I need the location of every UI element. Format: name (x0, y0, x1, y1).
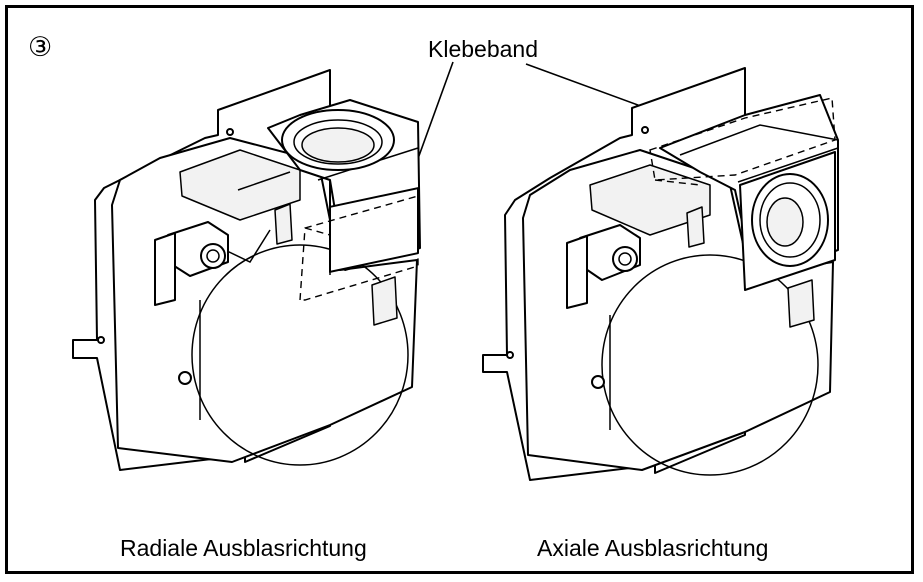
callout-label-tape: Klebeband (428, 36, 538, 62)
fan-housing-left (191, 244, 409, 466)
fan-housing-right (601, 254, 819, 476)
unit-radial (72, 69, 421, 471)
step-number: ③ (28, 32, 53, 63)
caption-axial: Axiale Ausblasrichtung (537, 535, 769, 561)
tape-outline-right (649, 97, 836, 181)
tape-outline-left (299, 195, 419, 301)
caption-radial: Radiale Ausblasrichtung (120, 535, 367, 561)
unit-axial (482, 67, 839, 481)
